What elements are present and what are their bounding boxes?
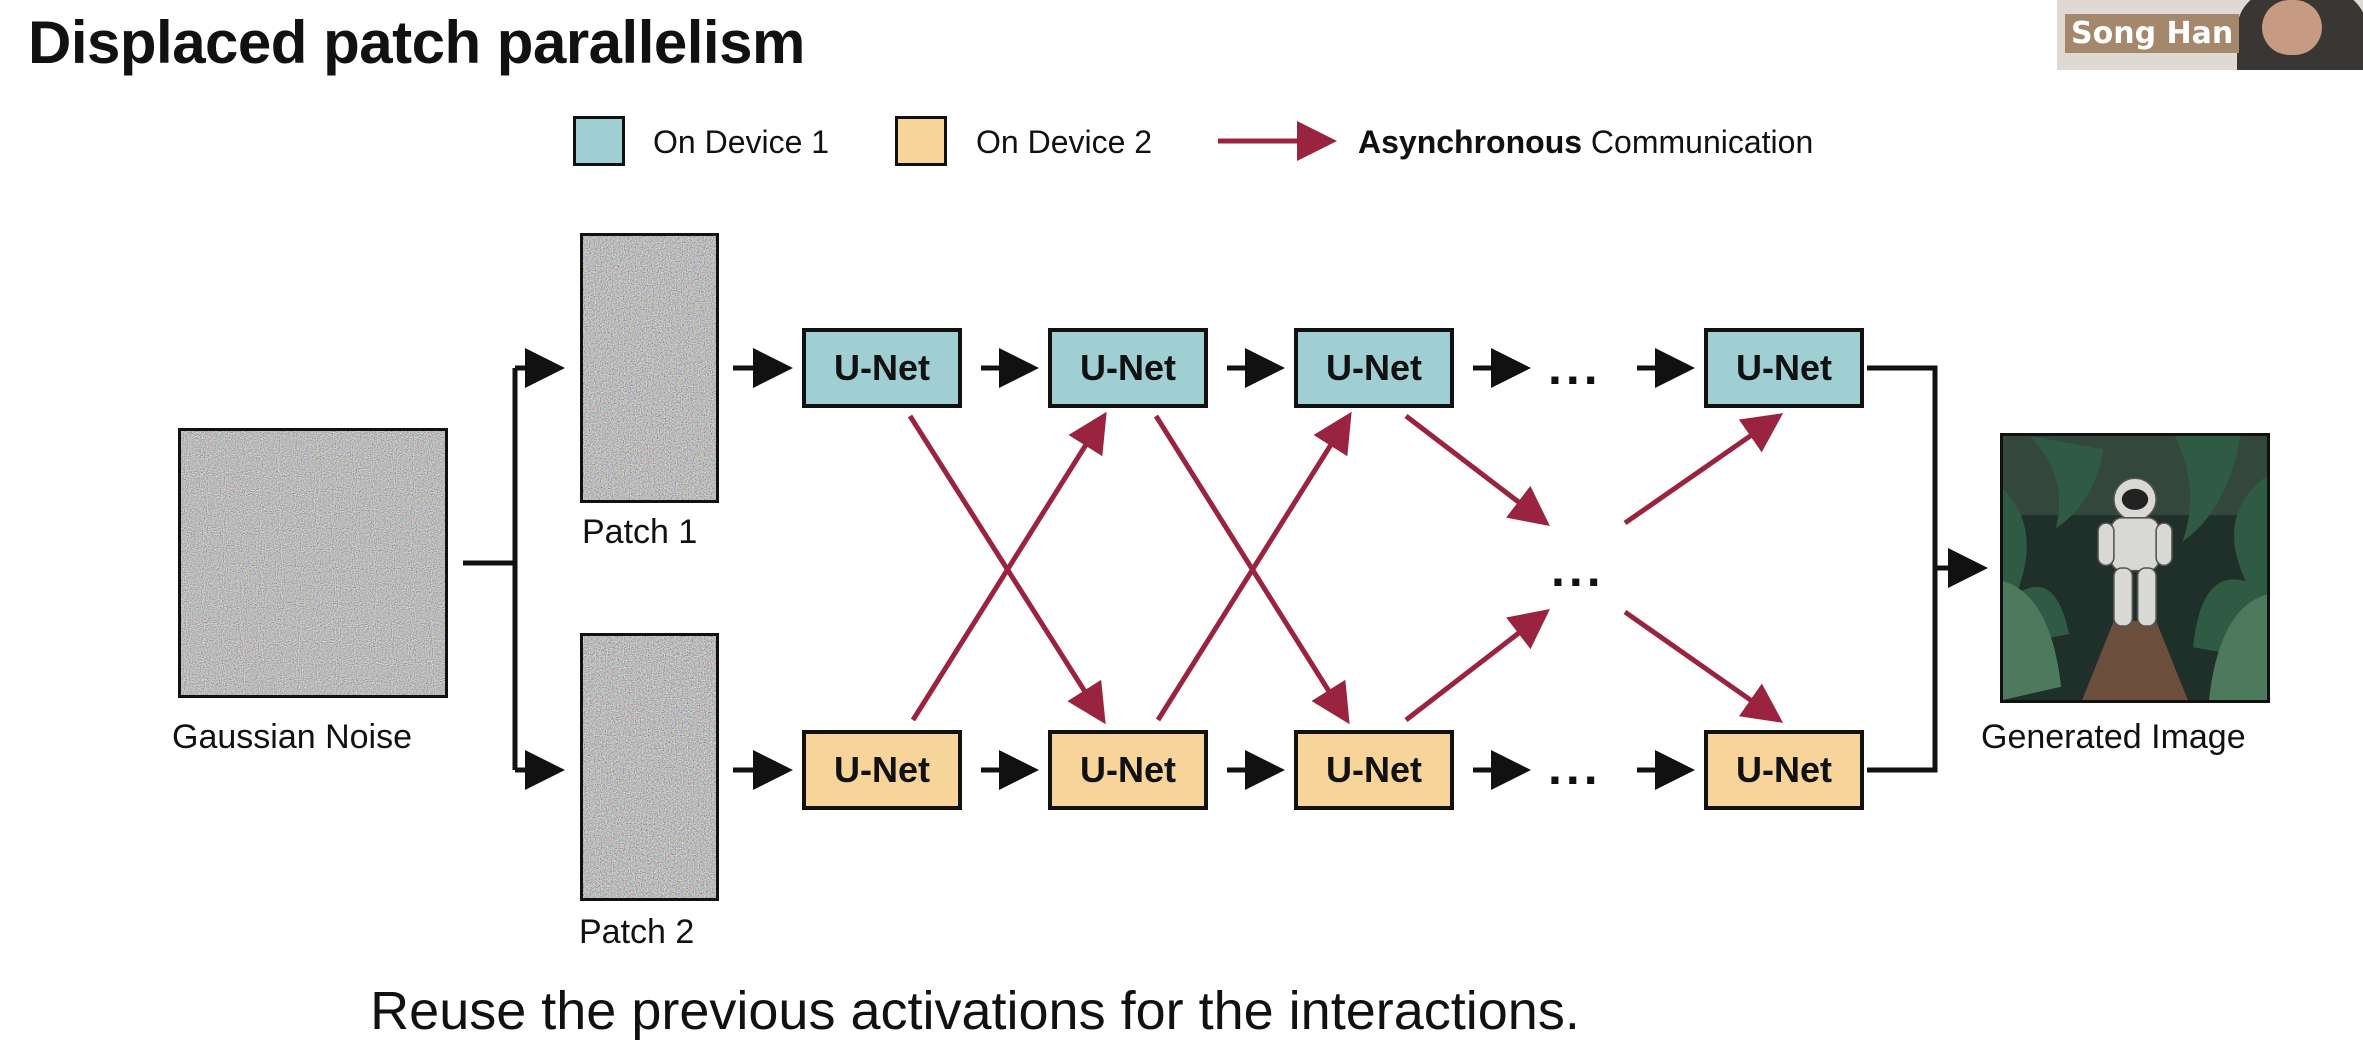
merge-line: [1867, 365, 1938, 773]
legend-label-async-communication: Asynchronous Communication: [1358, 124, 1813, 161]
split-line: [463, 368, 518, 770]
legend-swatch-device1: [573, 116, 625, 166]
ellipsis-device1: ...: [1548, 339, 1602, 395]
legend-label-device1: On Device 1: [653, 124, 830, 160]
ellipsis-middle: ...: [1551, 541, 1605, 597]
slide-title: Displaced patch parallelism: [28, 9, 805, 76]
async-arrow-middle-to-top4: [1623, 413, 1784, 526]
unet-device1-final: U-Net: [1704, 328, 1864, 408]
generated-image-label: Generated Image: [1981, 718, 2246, 756]
unet-device1-step1: U-Net: [802, 328, 962, 408]
patch1-image: [580, 233, 719, 503]
async-arrow-bottom1-to-top2: [910, 411, 1107, 722]
gaussian-noise-image: [178, 428, 448, 698]
patch2-image: [580, 633, 719, 901]
async-arrow-bottom3-to-middle: [1404, 608, 1550, 722]
ellipsis-device2: ...: [1548, 739, 1602, 795]
unet-device2-step1: U-Net: [802, 730, 962, 810]
webcam-face: [2262, 0, 2322, 55]
legend-label-async-bold: Asynchronous: [1358, 124, 1583, 160]
legend-swatch-device2: [895, 116, 947, 166]
unet-device1-step3: U-Net: [1294, 328, 1454, 408]
webcam-feed: Song Han: [2057, 0, 2363, 70]
gaussian-noise-label: Gaussian Noise: [172, 718, 413, 756]
unet-device1-step2: U-Net: [1048, 328, 1208, 408]
patch1-label: Patch 1: [582, 513, 698, 551]
generated-image: [2000, 433, 2270, 703]
async-arrow-top3-to-middle: [1404, 414, 1550, 527]
slide-caption: Reuse the previous activations for the i…: [370, 981, 1580, 1041]
unet-device2-final: U-Net: [1704, 730, 1864, 810]
legend-label-device2: On Device 2: [976, 124, 1153, 160]
unet-device2-step3: U-Net: [1294, 730, 1454, 810]
unet-device2-step2: U-Net: [1048, 730, 1208, 810]
async-arrow-bottom2-to-top3: [1155, 411, 1352, 722]
legend-label-async-rest: Communication: [1582, 124, 1814, 160]
webcam-name-label: Song Han: [2065, 14, 2240, 53]
async-arrow-middle-to-bottom4: [1623, 609, 1784, 723]
patch2-label: Patch 2: [579, 913, 695, 951]
